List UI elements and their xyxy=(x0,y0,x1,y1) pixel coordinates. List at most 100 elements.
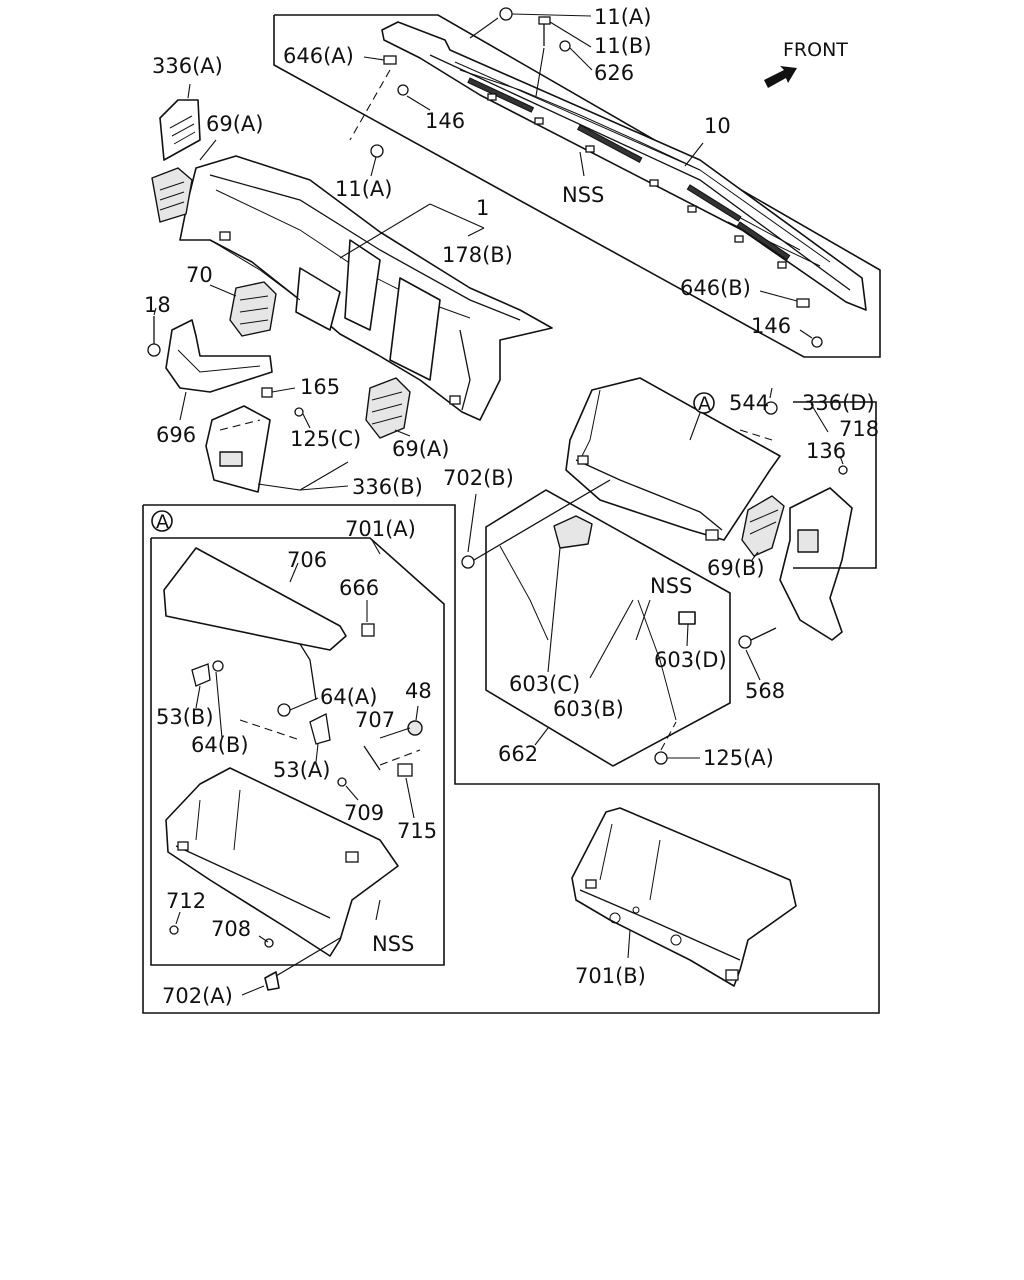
callout-circle-a-inset xyxy=(151,510,173,532)
top-fasteners xyxy=(349,7,823,348)
label-125a: 125(A) xyxy=(703,746,774,770)
clip-666 xyxy=(361,623,375,637)
lid-706 xyxy=(163,547,347,651)
label-146-right: 146 xyxy=(751,314,791,338)
label-701a: 701(A) xyxy=(345,517,416,541)
label-718: 718 xyxy=(839,417,879,441)
glove-box-hinge-parts xyxy=(461,479,700,765)
bracket-702a xyxy=(264,971,280,991)
label-603b: 603(B) xyxy=(553,697,624,721)
vent-336a xyxy=(159,83,201,161)
screw-709 xyxy=(337,777,347,787)
screw-11a-mid xyxy=(370,144,384,158)
screw-146-top xyxy=(397,84,409,96)
label-178b: 178(B) xyxy=(442,243,513,267)
label-69a-top: 69(A) xyxy=(206,112,263,136)
label-715: 715 xyxy=(397,819,437,843)
label-626: 626 xyxy=(594,61,634,85)
callout-circle-a-top xyxy=(693,392,715,414)
label-712: 712 xyxy=(166,889,206,913)
label-nss-top: NSS xyxy=(562,183,604,207)
label-666: 666 xyxy=(339,576,379,600)
label-48: 48 xyxy=(405,679,432,703)
vent-69b xyxy=(741,495,785,557)
front-arrow-icon xyxy=(764,66,797,88)
screw-712 xyxy=(169,925,179,935)
bolt-11b xyxy=(538,16,551,25)
side-trim-336d xyxy=(738,401,877,681)
screw-544 xyxy=(764,401,778,415)
label-707: 707 xyxy=(355,708,395,732)
label-696: 696 xyxy=(156,423,196,447)
label-336a: 336(A) xyxy=(152,54,223,78)
inset-a-lid: A xyxy=(151,510,423,819)
label-603c: 603(C) xyxy=(509,672,580,696)
diagram-frames xyxy=(142,14,881,1014)
defroster-panel-10 xyxy=(381,21,867,311)
label-136: 136 xyxy=(806,439,846,463)
vent-70 xyxy=(209,281,277,337)
screw-11a-top xyxy=(499,7,513,21)
label-10: 10 xyxy=(704,114,731,138)
screw-626 xyxy=(559,40,571,52)
screw-146-right xyxy=(811,336,823,348)
label-165: 165 xyxy=(300,375,340,399)
vent-69a-bottom xyxy=(365,377,411,439)
part-labels: 11(A) 11(B) 626 646(A) 336(A) 146 69(A) … xyxy=(144,5,879,1008)
label-1: 1 xyxy=(476,196,489,220)
front-label: FRONT xyxy=(783,39,848,61)
latch-603c xyxy=(553,515,593,549)
bracket-53a xyxy=(309,713,331,745)
label-701b: 701(B) xyxy=(575,964,646,988)
glove-box-701b xyxy=(571,807,797,987)
glove-box-assembly-a: A xyxy=(565,377,781,541)
vent-69a-left xyxy=(151,139,217,223)
nut-165 xyxy=(261,387,273,398)
label-146-top: 146 xyxy=(425,109,465,133)
label-69a-bot: 69(A) xyxy=(392,437,449,461)
label-125c: 125(C) xyxy=(290,427,361,451)
label-702a: 702(A) xyxy=(162,984,233,1008)
nut-702b xyxy=(461,555,475,569)
front-indicator: FRONT xyxy=(764,39,848,88)
label-603d: 603(D) xyxy=(654,648,727,672)
label-568: 568 xyxy=(745,679,785,703)
washer-64b xyxy=(212,660,224,672)
label-69b: 69(B) xyxy=(707,556,765,580)
callout-letter-a-inset: A xyxy=(156,511,169,533)
label-53b: 53(B) xyxy=(156,705,214,729)
label-702b: 702(B) xyxy=(443,466,514,490)
bolt-18 xyxy=(147,343,161,357)
damper-48 xyxy=(407,720,423,736)
cover-336b xyxy=(205,405,349,493)
label-662: 662 xyxy=(498,742,538,766)
label-603d xyxy=(678,611,696,625)
label-53a: 53(A) xyxy=(273,758,330,782)
label-64a: 64(A) xyxy=(320,685,377,709)
label-64b: 64(B) xyxy=(191,733,249,757)
inset-glove-box-701a xyxy=(165,539,399,996)
bolt-568 xyxy=(738,635,752,649)
label-18: 18 xyxy=(144,293,171,317)
label-11b: 11(B) xyxy=(594,34,652,58)
label-336d: 336(D) xyxy=(802,391,875,415)
label-708: 708 xyxy=(211,917,251,941)
clip-136 xyxy=(838,465,848,475)
label-11a-mid: 11(A) xyxy=(335,177,392,201)
bracket-53b xyxy=(191,663,211,687)
clip-125c xyxy=(294,407,304,417)
label-11a-top: 11(A) xyxy=(594,5,651,29)
label-544: 544 xyxy=(729,391,769,415)
clip-646b xyxy=(796,298,810,308)
label-nss-mid: NSS xyxy=(650,574,692,598)
label-336b: 336(B) xyxy=(352,475,423,499)
clip-646a xyxy=(383,55,397,65)
screw-64a xyxy=(277,703,291,717)
callout-letter-a-top: A xyxy=(698,393,711,415)
label-706: 706 xyxy=(287,548,327,572)
label-70: 70 xyxy=(186,263,213,287)
latch-715 xyxy=(397,763,413,777)
bracket-696 xyxy=(147,307,296,421)
instrument-panel-1 xyxy=(179,155,553,421)
clip-125a xyxy=(654,751,668,765)
